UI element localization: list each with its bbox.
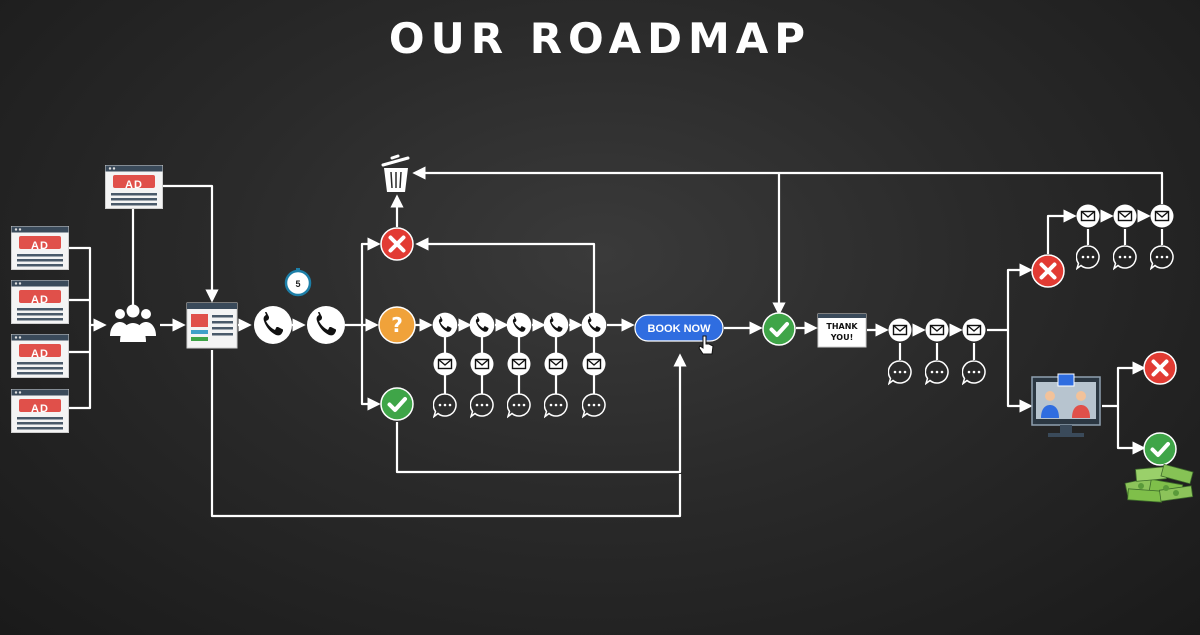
email-icon: [433, 352, 457, 376]
email-icon: [888, 318, 912, 342]
audience-icon: [110, 304, 156, 342]
ad-window-2: AD: [11, 280, 69, 324]
email-icon: [544, 352, 568, 376]
reject-icon: [380, 227, 414, 261]
reject-icon: [1143, 351, 1177, 385]
check-icon: [762, 312, 796, 346]
ad-label: AD: [31, 294, 49, 306]
chat-bubble-icon: [507, 393, 531, 418]
thank-you-card-icon: THANK YOU!: [817, 313, 867, 348]
follow-up-row: [432, 312, 607, 418]
video-call-monitor-icon: [1031, 373, 1101, 437]
chat-bubble-icon: [888, 360, 912, 385]
thank-you-line2: YOU!: [830, 333, 853, 342]
email-icon: [925, 318, 949, 342]
phone-icon: [581, 312, 607, 338]
reject-icon: [1031, 254, 1065, 288]
pointer-hand-icon: [698, 335, 714, 355]
trash-icon: [381, 154, 410, 192]
ad-label: AD: [31, 240, 49, 252]
chat-bubble-icon: [433, 393, 457, 418]
book-now-label: BOOK NOW: [648, 323, 712, 335]
chat-bubble-icon: [582, 393, 606, 418]
phone-icon: [506, 312, 532, 338]
chat-bubble-icon: [925, 360, 949, 385]
ad-label: AD: [31, 348, 49, 360]
phone-icon: [432, 312, 458, 338]
chat-bubble-icon: [544, 393, 568, 418]
ad-window-3: AD: [11, 334, 69, 378]
chat-bubble-icon: [1076, 245, 1100, 270]
check-icon: [380, 387, 414, 421]
ad-window-1: AD: [11, 226, 69, 270]
phone-icon: [469, 312, 495, 338]
phone-icon: [254, 306, 292, 344]
email-icon: [507, 352, 531, 376]
ad-window-top: AD: [105, 165, 163, 209]
email-icon: [470, 352, 494, 376]
question-icon: ?: [378, 306, 416, 344]
timer-icon: 5: [284, 268, 312, 297]
email-icon: [1150, 204, 1174, 228]
svg-text:?: ?: [391, 313, 403, 337]
connector-lines: [69, 166, 1164, 518]
thank-you-line1: THANK: [826, 322, 858, 331]
chat-bubble-icon: [1150, 245, 1174, 270]
page-title: OUR ROADMAP: [388, 14, 812, 63]
ad-label: AD: [125, 179, 143, 191]
ad-label: AD: [31, 403, 49, 415]
email-icon: [582, 352, 606, 376]
email-icon: [1113, 204, 1137, 228]
check-icon: [1143, 432, 1177, 466]
landing-page-icon: [186, 302, 238, 349]
ad-window-4: AD: [11, 389, 69, 433]
timer-label: 5: [295, 279, 300, 289]
chat-bubble-icon: [962, 360, 986, 385]
book-now-button[interactable]: BOOK NOW: [634, 314, 724, 342]
email-icon: [962, 318, 986, 342]
chat-bubble-icon: [1113, 245, 1137, 270]
phone-icon: [307, 306, 345, 344]
phone-icon: [543, 312, 569, 338]
money-stack-icon: [1124, 463, 1194, 503]
email-icon: [1076, 204, 1100, 228]
chat-bubble-icon: [470, 393, 494, 418]
